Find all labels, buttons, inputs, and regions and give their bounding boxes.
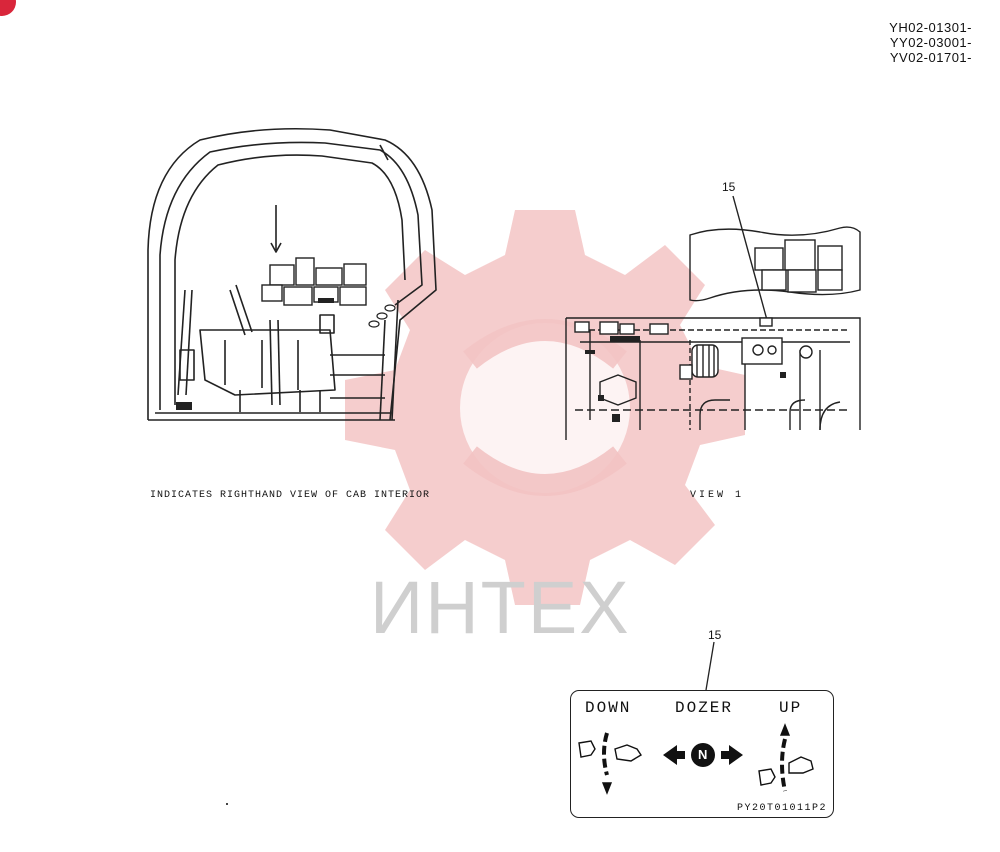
serial-number: YY02-03001- bbox=[889, 35, 972, 50]
decal-label-up: UP bbox=[779, 699, 803, 717]
watermark-text: ИНТЕХ bbox=[370, 566, 631, 649]
left-view-caption: INDICATES RIGHTHAND VIEW OF CAB INTERIOR bbox=[150, 490, 431, 501]
stray-dot bbox=[226, 803, 228, 805]
serial-number: YV02-01701- bbox=[889, 50, 972, 65]
decal-label-dozer: DOZER bbox=[675, 699, 734, 717]
decal-part-code: PY20T01011P2 bbox=[736, 803, 827, 814]
neutral-circle bbox=[691, 743, 715, 767]
neutral-label: N bbox=[698, 747, 708, 762]
decal-callout-15: 15 bbox=[708, 628, 722, 642]
serial-number-block: YH02-01301- YY02-03001- YV02-01701- bbox=[889, 20, 972, 65]
view-1-caption: VIEW 1 bbox=[690, 490, 745, 501]
decal-label-down: DOWN bbox=[585, 699, 632, 717]
serial-number: YH02-01301- bbox=[889, 20, 972, 35]
left-arrow-icon bbox=[663, 745, 685, 765]
right-arrow-icon bbox=[721, 745, 743, 765]
blade-down-icon bbox=[578, 732, 642, 795]
view-1-callout-15: 15 bbox=[722, 180, 736, 194]
decal-graphics bbox=[578, 723, 814, 795]
blade-up-icon bbox=[758, 723, 814, 792]
dozer-decal: DOWN DOZER UP N PY20T01011P2 bbox=[570, 690, 834, 818]
